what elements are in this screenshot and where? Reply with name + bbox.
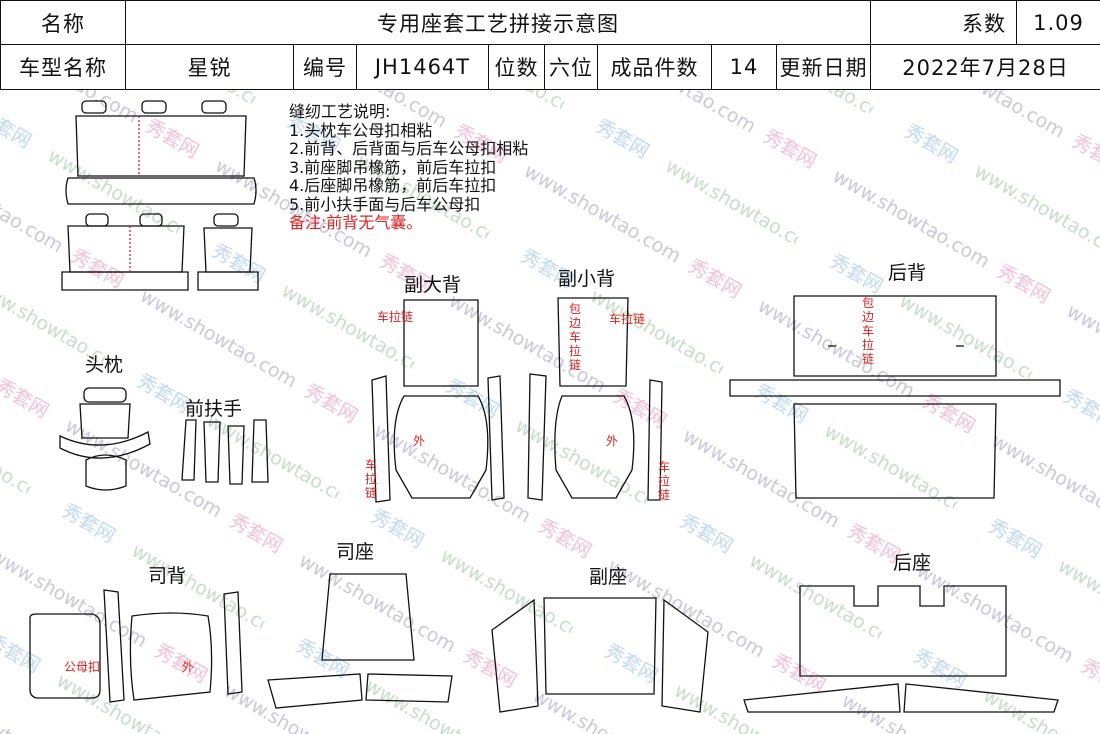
header-table: 名称 专用座套工艺拼接示意图 系数 1.09 车型名称 星锐 编号 JH1464… (0, 0, 1100, 90)
annotation-zipper-vertical: 车拉链 (364, 458, 377, 500)
notes-heading: 缝纫工艺说明: (289, 102, 391, 121)
section-driver-back: 司背 (148, 565, 187, 587)
overview-front-seats (61, 213, 259, 291)
note-item: 5.前小扶手面与后车公母扣 (289, 194, 481, 214)
rear-seat-parts (743, 585, 1059, 713)
date-label: 更新日期 (776, 44, 871, 90)
seats-label: 位数 (488, 44, 545, 90)
overview-rear-bench (65, 100, 257, 205)
annotation-outside: 外 (413, 434, 426, 448)
note-item: 4.后座脚吊橡筋，前后车拉扣 (289, 176, 497, 195)
code-value: JH1464T (356, 44, 489, 90)
driver-seat-parts (267, 573, 453, 709)
annotation-edge-zipper: 包边车拉链 (861, 296, 874, 366)
section-rear-seat: 后座 (893, 552, 932, 574)
section-passenger-small-back: 副小背 (558, 268, 616, 290)
passenger-seat-parts (491, 597, 709, 713)
section-driver-seat: 司座 (336, 541, 375, 563)
notes-remark: 备注:前背无气囊。 (289, 213, 423, 232)
section-rear-back: 后背 (888, 262, 927, 284)
seats-value: 六位 (544, 44, 598, 90)
passenger-big-back-parts (371, 299, 505, 503)
annotation-zipper: 车拉链 (609, 312, 646, 326)
annotation-edge-zipper: 包边车拉链 (568, 302, 581, 372)
date-value: 2022年7月28日 (870, 44, 1100, 90)
note-item: 3.前座脚吊橡筋，前后车拉扣 (289, 157, 497, 177)
note-item: 2.前背、后背面与后车公母扣相粘 (289, 139, 529, 158)
annotation-outside: 外 (182, 660, 195, 674)
model-label: 车型名称 (0, 44, 126, 90)
section-passenger-big-back: 副大背 (404, 274, 462, 296)
section-passenger-seat: 副座 (589, 566, 628, 588)
rear-back-parts (729, 295, 1061, 499)
armrest-parts (181, 419, 269, 485)
driver-back-parts (29, 589, 243, 703)
coef-label: 系数 (870, 0, 1017, 45)
model-value: 星锐 (125, 44, 294, 90)
passenger-small-back-parts (527, 297, 663, 501)
section-front-armrest: 前扶手 (185, 398, 243, 420)
annotation-zipper: 车拉链 (377, 310, 414, 324)
annotation-outside: 外 (606, 434, 619, 448)
annotation-snap: 公母扣 (64, 660, 101, 674)
annotation-zipper-vertical: 车拉链 (657, 460, 670, 502)
name-label: 名称 (0, 0, 126, 45)
sewing-notes: 缝纫工艺说明: 1.头枕车公母扣相粘 2.前背、后背面与后车公母扣相粘 3.前座… (289, 102, 529, 233)
coef-value: 1.09 (1016, 0, 1100, 45)
headrest-parts (59, 387, 151, 491)
pieces-label: 成品件数 (597, 44, 712, 90)
section-headrest: 头枕 (85, 354, 124, 376)
note-item: 1.头枕车公母扣相粘 (289, 120, 433, 140)
